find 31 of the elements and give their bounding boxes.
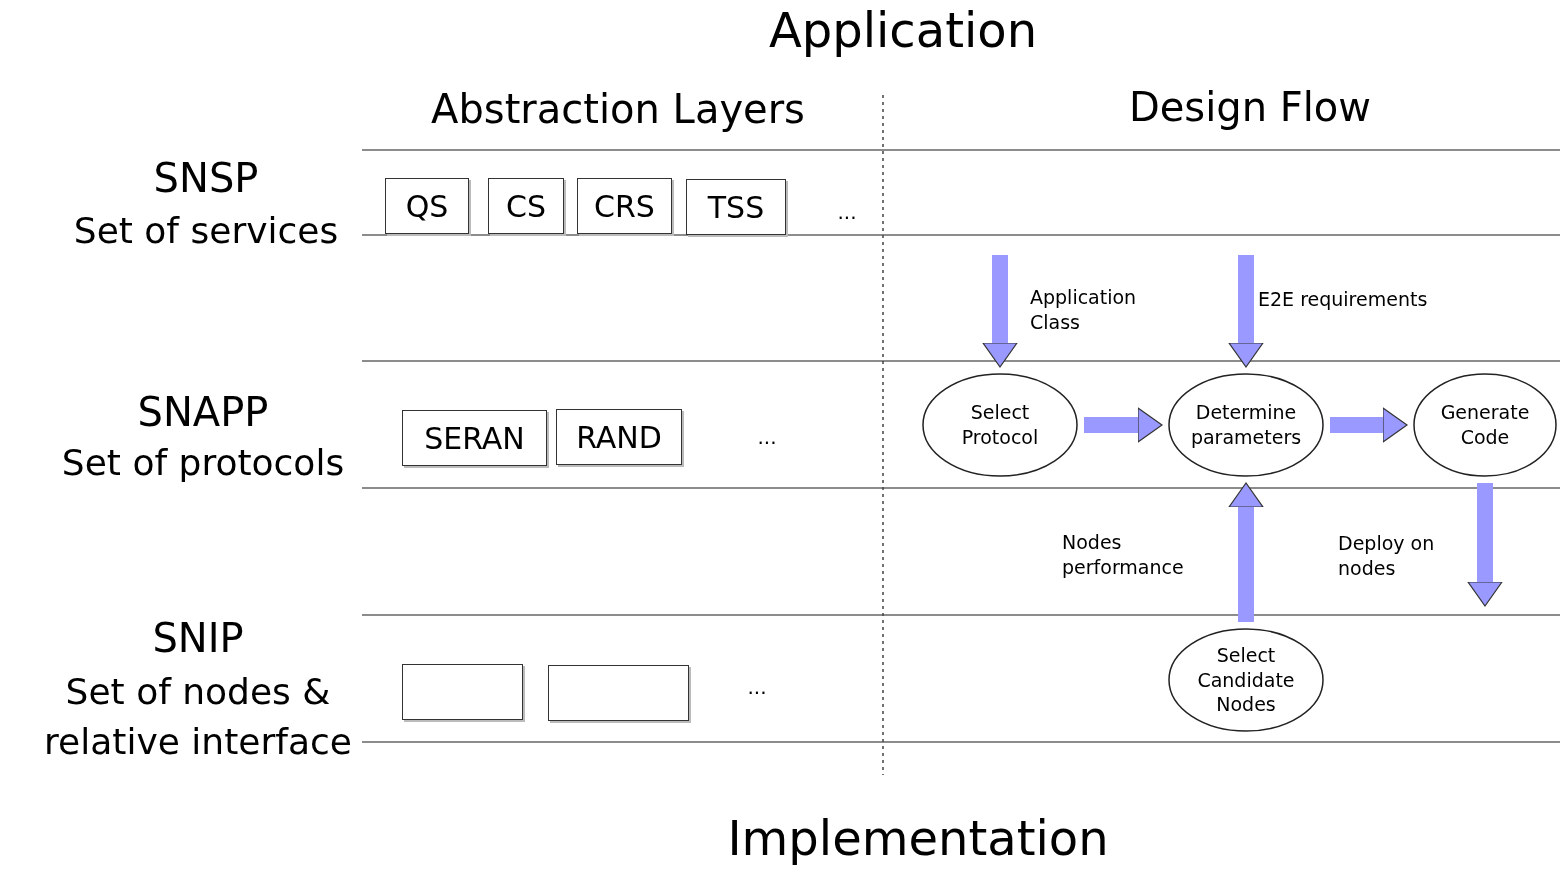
- column-heading: Design Flow: [1128, 84, 1372, 130]
- block-arrow: [1228, 255, 1264, 368]
- layer-description: Set of services: [73, 210, 339, 251]
- process-ellipse: Generate Code: [1413, 373, 1557, 477]
- layer-description: Set of nodes & relative interface: [43, 670, 353, 765]
- ellipsis: ...: [757, 425, 777, 449]
- ellipsis: ...: [837, 200, 857, 224]
- component-box: CRS: [577, 178, 672, 234]
- ellipsis: ...: [747, 675, 767, 699]
- block-arrow: [1467, 483, 1503, 607]
- block-arrow: [1330, 407, 1408, 443]
- component-box: QS: [385, 178, 469, 234]
- bottom-heading: Implementation: [727, 810, 1109, 866]
- column-heading: Abstraction Layers: [431, 86, 805, 132]
- block-arrow: [982, 255, 1018, 368]
- component-box: SERAN: [402, 410, 547, 466]
- process-ellipse: Select Protocol: [922, 373, 1078, 477]
- block-arrow: [1228, 482, 1264, 622]
- top-heading: Application: [768, 2, 1038, 58]
- layer-description: Set of protocols: [61, 442, 345, 483]
- empty-box: [548, 665, 689, 721]
- component-box: CS: [488, 178, 564, 234]
- layer-name: SNAPP: [137, 389, 269, 435]
- component-box: RAND: [556, 409, 682, 465]
- layer-name: SNSP: [153, 155, 259, 201]
- component-box: TSS: [686, 179, 786, 235]
- layer-name: SNIP: [152, 615, 244, 661]
- process-ellipse: Select Candidate Nodes: [1168, 628, 1324, 732]
- block-arrow: [1084, 407, 1163, 443]
- process-ellipse: Determine parameters: [1168, 373, 1324, 477]
- empty-box: [402, 664, 523, 720]
